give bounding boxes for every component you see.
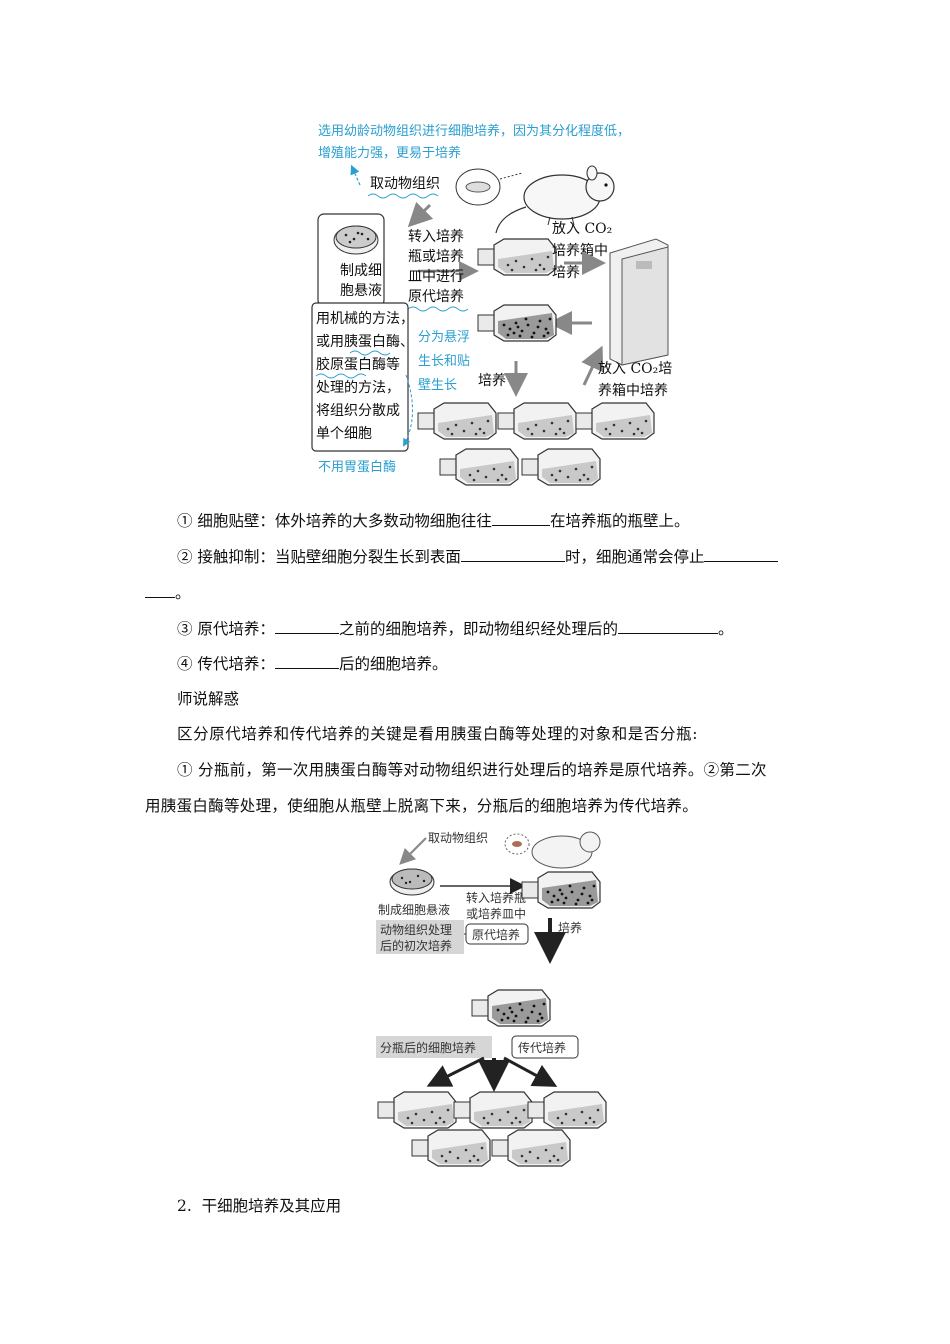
blank-3-cont[interactable]	[145, 581, 175, 598]
line2-part2: 时，细胞通常会停止	[564, 548, 705, 566]
line1-part1: ① 细胞贴壁：体外培养的大多数动物细胞往往	[177, 512, 492, 530]
fig2-mouse-icon	[504, 831, 601, 869]
fig2-flask-primary-icon	[521, 871, 601, 909]
method-line-1: 用机械的方法，	[316, 311, 414, 327]
line4-part2: 后的细胞培养。	[338, 655, 448, 673]
method-line-3: 胶原蛋白酶等	[316, 356, 400, 373]
hand-no-pepsin: 不用胃蛋白酶	[318, 459, 396, 475]
fig2-take-tissue: 取动物组织	[428, 831, 488, 845]
annotation-young-tissue-line1: 选用幼龄动物组织进行细胞培养，因为其分化程度低，	[318, 123, 630, 139]
para-distinguish: 区分原代培养和传代培养的关键是看用胰蛋白酶等处理的对象和是否分瓶:	[177, 725, 699, 743]
label-culture: 培养	[478, 373, 506, 389]
mouse-icon	[495, 165, 615, 234]
flask-passage-4-icon	[439, 448, 519, 486]
dish-suspension-icon	[333, 225, 379, 255]
figure-culture-flow: 取动物组织 制成细胞悬液 动物组织处理 后的初次培养 转入培养瓶 或培养皿中 原…	[376, 831, 607, 1167]
label-co2-bottom-2: 养箱中培养	[598, 383, 668, 399]
fig2-flask-2-icon	[453, 1091, 533, 1129]
flask-primary-icon	[477, 238, 557, 276]
fill-blank-primary-culture: ③ 原代培养： 之前的细胞培养，即动物组织经处理后的 。	[177, 617, 733, 640]
fig2-transfer-1: 转入培养瓶	[466, 890, 526, 905]
label-transfer-4: 原代培养	[408, 289, 464, 305]
fig2-primary: 原代培养	[472, 927, 520, 942]
line2b-end: 。	[175, 584, 191, 602]
fill-blank-passage-culture: ④ 传代培养： 后的细胞培养。	[177, 652, 447, 675]
section-heading: 2. 干细胞培养及其应用	[177, 1195, 341, 1217]
fig2-flask-5-icon	[491, 1129, 571, 1167]
hand-growth-2: 生长和贴	[418, 354, 470, 369]
annotation-young-tissue-line2: 增殖能力强，更易于培养	[318, 145, 461, 161]
label-transfer-3: 皿中进行	[408, 269, 464, 285]
label-co2-bottom-1: 放入 CO₂培	[598, 361, 672, 377]
flask-confluent-icon	[477, 304, 557, 342]
label-transfer-2: 瓶或培养	[408, 249, 464, 265]
hand-growth-3: 壁生长	[418, 378, 457, 393]
section-title: 干细胞培养及其应用	[201, 1197, 342, 1215]
method-line-6: 单个细胞	[316, 426, 372, 442]
fig2-flask-confluent-icon	[471, 989, 551, 1027]
fig2-first-note-1: 动物组织处理	[380, 923, 452, 937]
co2-incubator-icon	[609, 238, 669, 366]
heading-teacher-explains: 师说解惑	[177, 690, 240, 708]
method-line-4: 处理的方法，	[316, 380, 400, 396]
label-transfer-1: 转入培养	[408, 229, 464, 245]
label-make-suspension-1: 制成细	[340, 263, 382, 279]
fig2-flask-3-icon	[527, 1091, 607, 1129]
flask-passage-1-icon	[417, 402, 497, 440]
line1-part2: 在培养瓶的瓶壁上。	[549, 512, 690, 530]
fig2-make-suspension: 制成细胞悬液	[378, 902, 450, 917]
fig2-after-split: 分瓶后的细胞培养	[380, 1040, 476, 1055]
fig2-transfer-2: 或培养皿中	[466, 906, 526, 921]
label-take-tissue: 取动物组织	[370, 176, 440, 192]
figure-primary-passage-culture: 选用幼龄动物组织进行细胞培养，因为其分化程度低， 增殖能力强，更易于培养 取动物…	[311, 123, 672, 486]
blank-1[interactable]	[491, 509, 550, 526]
fig2-flask-4-icon	[411, 1129, 491, 1167]
blank-2[interactable]	[460, 545, 565, 562]
label-co2-top-2: 培养箱中	[552, 243, 608, 259]
blank-6[interactable]	[274, 652, 339, 669]
method-line-2: 或用胰蛋白酶、	[316, 334, 414, 350]
line3-part1: ③ 原代培养：	[177, 620, 275, 638]
label-co2-top-3: 培养	[552, 265, 580, 281]
fig2-passage: 传代培养	[518, 1040, 566, 1055]
flask-passage-2-icon	[497, 402, 577, 440]
blank-3[interactable]	[704, 545, 779, 562]
para-explain-line1: ① 分瓶前，第一次用胰蛋白酶等对动物组织进行处理后的培养是原代培养。②第二次	[177, 761, 767, 779]
line2-part1: ② 接触抑制：当贴壁细胞分裂生长到表面	[177, 548, 461, 566]
flask-passage-3-icon	[575, 402, 655, 440]
section-number: 2.	[177, 1197, 192, 1215]
para-explain-line2: 用胰蛋白酶等处理，使细胞从瓶壁上脱离下来，分瓶后的细胞培养为传代培养。	[145, 797, 699, 815]
fig2-culture: 培养	[558, 920, 582, 935]
petri-dish-icon	[455, 168, 501, 206]
fig2-flask-1-icon	[377, 1091, 457, 1129]
label-make-suspension-2: 胞悬液	[340, 283, 382, 299]
flask-passage-5-icon	[521, 448, 601, 486]
line3-part3: 。	[717, 620, 734, 638]
fill-blank-contact-inhibition-cont: 。	[145, 581, 191, 604]
blank-5[interactable]	[617, 617, 718, 634]
line3-part2: 之前的细胞培养，即动物组织经处理后的	[338, 620, 618, 638]
hand-growth-1: 分为悬浮	[418, 330, 470, 345]
fig2-first-note-2: 后的初次培养	[380, 938, 452, 953]
line4-part1: ④ 传代培养：	[177, 655, 275, 673]
method-line-5: 将组织分散成	[316, 403, 400, 419]
fill-blank-cell-adhesion: ① 细胞贴壁：体外培养的大多数动物细胞往往 在培养瓶的瓶壁上。	[177, 509, 689, 532]
fill-blank-contact-inhibition: ② 接触抑制：当贴壁细胞分裂生长到表面 时，细胞通常会停止	[177, 545, 779, 568]
blank-4[interactable]	[274, 617, 339, 634]
label-co2-top-1: 放入 CO₂	[552, 221, 612, 237]
fig2-dish-icon	[389, 868, 435, 896]
